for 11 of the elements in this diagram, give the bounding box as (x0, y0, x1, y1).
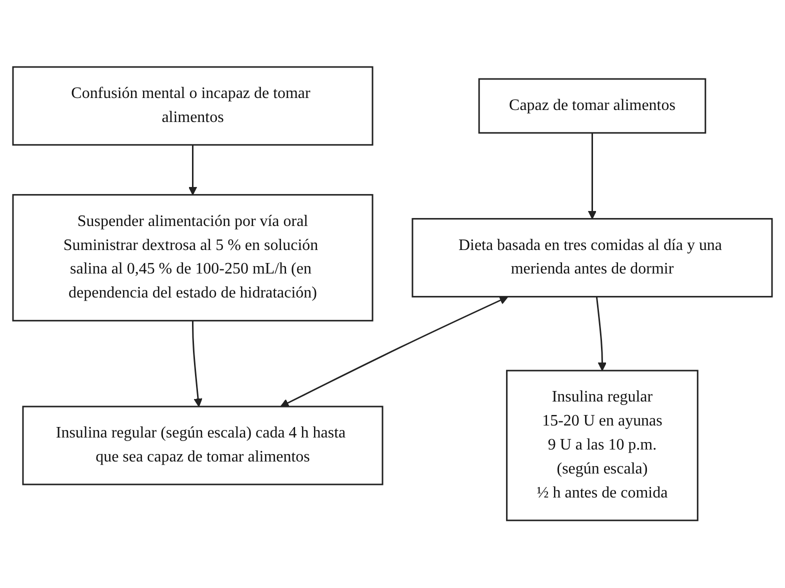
process-box: Insulina regular (según escala) cada 4 h hasta que sea capaz de tomar alimentos (22, 406, 384, 486)
node-label: 9 U a las 10 p.m. (548, 436, 657, 454)
node-label: 15-20 U en ayunas (542, 412, 662, 430)
process-box: Dieta basada en tres comidas al día y una merienda antes de dormir (412, 218, 773, 298)
process-box: Capaz de tomar alimentos (478, 78, 706, 134)
node-label: (según escala) (556, 460, 648, 478)
node-label: ½ h antes de comida (536, 484, 668, 502)
node-label: Insulina regular (552, 388, 653, 406)
process-box: Confusión mental o incapaz de tomar alimentos (12, 66, 374, 146)
process-box: Insulina regular 15-20 U en ayunas 9 U a las 10 p.m. (según escala) ½ h antes de comida (506, 370, 698, 522)
process-box: Suspender alimentación por vía oral Suministrar dextrosa al 5 % en solución salina al 0,45 % de 100-250 mL/h (en dependencia del estado de hidratación) (12, 194, 374, 322)
